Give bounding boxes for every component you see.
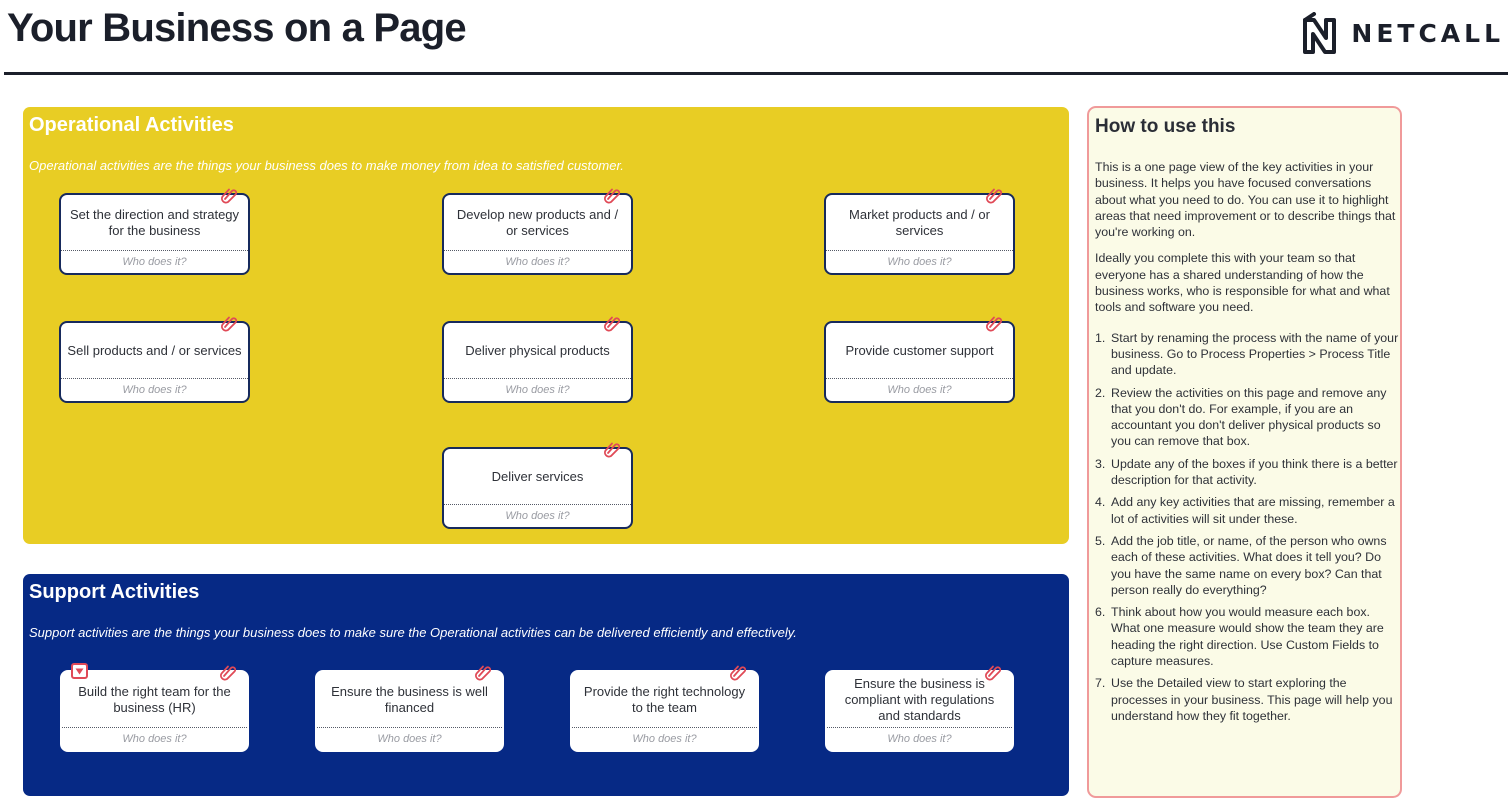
how-to-use-body: This is a one page view of the key activ… [1095, 159, 1400, 730]
intro-paragraph: This is a one page view of the key activ… [1095, 160, 1396, 240]
step-item: 5. Add the job title, or name, of the per… [1095, 533, 1400, 598]
activity-label[interactable]: Deliver physical products [444, 323, 631, 379]
step-number: 4. [1095, 495, 1106, 510]
step-text: Start by renaming the process with the n… [1111, 330, 1399, 378]
paperclip-icon[interactable] [603, 186, 621, 204]
page-title: Your Business on a Page [7, 6, 467, 50]
step-number: 5. [1095, 533, 1106, 548]
activity-card-well-financed[interactable]: Ensure the business is well financed Who… [315, 665, 504, 752]
how-to-use-title: How to use this [1095, 116, 1236, 137]
paperclip-icon[interactable] [603, 440, 621, 458]
who-does-it-field[interactable]: Who does it? [505, 510, 570, 522]
step-text: Update any of the boxes if you think the… [1111, 456, 1398, 488]
activity-card-direction-strategy[interactable]: Set the direction and strategy for the b… [59, 188, 250, 275]
activity-label[interactable]: Provide customer support [826, 323, 1013, 379]
steps-list: 1. Start by renaming the process with the… [1095, 330, 1400, 725]
dropdown-flag-icon[interactable] [71, 663, 88, 679]
operational-activities-panel: Operational Activities Operational activ… [23, 107, 1069, 544]
activity-card-customer-support[interactable]: Provide customer support Who does it? [824, 316, 1015, 403]
who-does-it-field[interactable]: Who does it? [122, 384, 187, 396]
operational-description: Operational activities are the things yo… [29, 158, 624, 173]
intro-paragraph: Ideally you complete this with your team… [1095, 251, 1390, 315]
paperclip-icon[interactable] [220, 186, 238, 204]
step-number: 2. [1095, 385, 1106, 400]
paperclip-icon[interactable] [474, 663, 492, 681]
activity-label[interactable]: Market products and / or services [826, 195, 1013, 251]
activity-card-deliver-services[interactable]: Deliver services Who does it? [442, 442, 633, 529]
activity-card-deliver-physical-products[interactable]: Deliver physical products Who does it? [442, 316, 633, 403]
step-text: Think about how you would measure each b… [1111, 605, 1384, 669]
who-does-it-field[interactable]: Who does it? [632, 733, 697, 745]
activity-label[interactable]: Deliver services [444, 449, 631, 505]
step-item: 1. Start by renaming the process with the… [1095, 330, 1400, 379]
activity-card-sell-products[interactable]: Sell products and / or services Who does… [59, 316, 250, 403]
activity-label[interactable]: Provide the right technology to the team [572, 672, 757, 728]
paperclip-icon[interactable] [985, 186, 1003, 204]
step-item: 3. Update any of the boxes if you think t… [1095, 456, 1400, 489]
support-title: Support Activities [29, 581, 200, 603]
who-does-it-field[interactable]: Who does it? [887, 256, 952, 268]
paperclip-icon[interactable] [219, 663, 237, 681]
paperclip-icon[interactable] [985, 314, 1003, 332]
step-number: 3. [1095, 456, 1106, 471]
activity-label[interactable]: Set the direction and strategy for the b… [61, 195, 248, 251]
step-item: 2. Review the activities on this page and… [1095, 385, 1400, 450]
activity-label[interactable]: Sell products and / or services [61, 323, 248, 379]
how-to-use-panel: How to use this This is a one page view … [1087, 106, 1402, 798]
activity-card-build-team[interactable]: Build the right team for the business (H… [60, 663, 249, 752]
activity-label[interactable]: Develop new products and / or services [444, 195, 631, 251]
activity-card-compliance[interactable]: Ensure the business is compliant with re… [825, 665, 1014, 752]
activity-card-right-technology[interactable]: Provide the right technology to the team… [570, 665, 759, 752]
activity-label[interactable]: Ensure the business is compliant with re… [827, 672, 1012, 728]
support-activities-panel: Support Activities Support activities ar… [23, 574, 1069, 796]
paperclip-icon[interactable] [603, 314, 621, 332]
who-does-it-field[interactable]: Who does it? [505, 256, 570, 268]
step-item: 4. Add any key activities that are missin… [1095, 494, 1400, 527]
who-does-it-field[interactable]: Who does it? [887, 733, 952, 745]
step-item: 7. Use the Detailed view to start explori… [1095, 675, 1400, 724]
paperclip-icon[interactable] [984, 663, 1002, 681]
operational-title: Operational Activities [29, 114, 234, 136]
step-number: 7. [1095, 676, 1106, 691]
support-description: Support activities are the things your b… [29, 625, 797, 640]
activity-label[interactable]: Build the right team for the business (H… [62, 672, 247, 728]
activity-label[interactable]: Ensure the business is well financed [317, 672, 502, 728]
step-number: 1. [1095, 330, 1106, 345]
page-header: Your Business on a Page NETCALL [0, 0, 1512, 76]
step-text: Add any key activities that are missing,… [1111, 495, 1395, 526]
netcall-brand: NETCALL [1303, 12, 1504, 54]
activity-card-develop-products[interactable]: Develop new products and / or services W… [442, 188, 633, 275]
step-text: Add the job title, or name, of the perso… [1111, 533, 1387, 597]
who-does-it-field[interactable]: Who does it? [887, 384, 952, 396]
step-text: Review the activities on this page and r… [1111, 385, 1387, 449]
brand-name: NETCALL [1351, 18, 1504, 48]
step-item: 6. Think about how you would measure each… [1095, 604, 1400, 669]
activity-card-market-products[interactable]: Market products and / or services Who do… [824, 188, 1015, 275]
step-number: 6. [1095, 605, 1106, 620]
who-does-it-field[interactable]: Who does it? [122, 733, 187, 745]
step-text: Use the Detailed view to start exploring… [1111, 676, 1393, 723]
who-does-it-field[interactable]: Who does it? [377, 733, 442, 745]
who-does-it-field[interactable]: Who does it? [505, 384, 570, 396]
netcall-logo-icon [1303, 12, 1337, 54]
paperclip-icon[interactable] [729, 663, 747, 681]
header-divider [4, 72, 1508, 75]
paperclip-icon[interactable] [220, 314, 238, 332]
who-does-it-field[interactable]: Who does it? [122, 256, 187, 268]
